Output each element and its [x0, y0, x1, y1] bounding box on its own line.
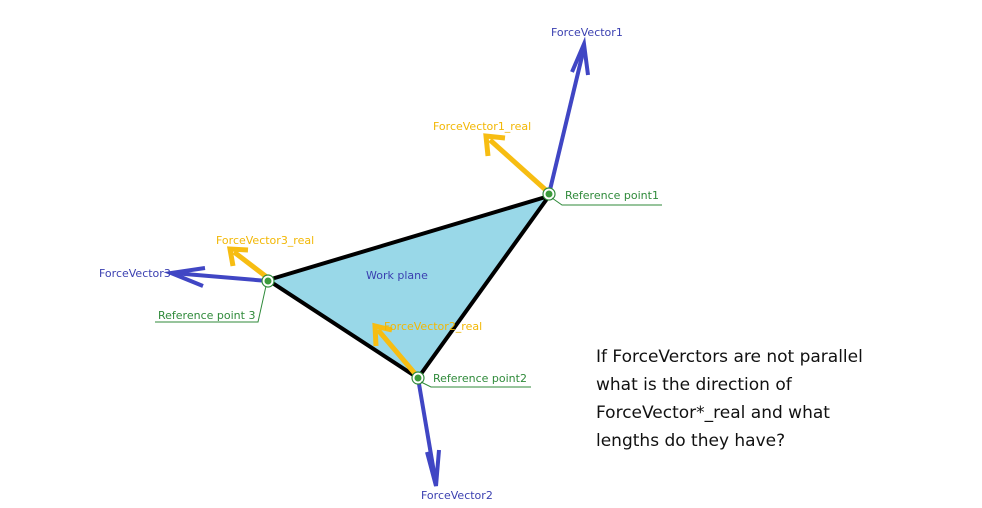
real-vector-3-arrow: [226, 246, 270, 280]
real-vector-1-arrow: [483, 133, 550, 194]
work-plane-label: Work plane: [366, 269, 428, 282]
force-vector-2-arrow: [416, 377, 441, 487]
reference-point-1-label: Reference point1: [565, 189, 659, 202]
reference-point-2-label: Reference point2: [433, 372, 527, 385]
reference-point-3-label: Reference point 3: [158, 309, 256, 322]
reference-point-1-marker: [542, 187, 662, 206]
force-vector-3-label: ForceVector3: [99, 267, 171, 280]
question-text: If ForceVerctors are not parallel what i…: [596, 343, 916, 455]
question-line-4: lengths do they have?: [596, 431, 786, 451]
work-plane: [263, 192, 555, 381]
real-vector-2-label: ForceVector2_real: [384, 320, 483, 333]
real-vector-1-label: ForceVector1_real: [433, 120, 532, 133]
force-vector-2-label: ForceVector2: [421, 489, 493, 502]
question-line-3: ForceVector*_real and what: [596, 403, 830, 423]
real-vector-3-label: ForceVector3_real: [216, 234, 315, 247]
reference-point-3-marker: [155, 274, 275, 323]
force-vector-1-arrow: [547, 36, 590, 195]
real-vector-2-arrow: [372, 322, 419, 378]
question-line-2: what is the direction of: [596, 375, 792, 395]
reference-point-2-marker: [411, 371, 531, 388]
question-line-1: If ForceVerctors are not parallel: [596, 347, 863, 367]
force-vector-1-label: ForceVector1: [551, 26, 623, 39]
force-vector-3-arrow: [163, 266, 269, 288]
